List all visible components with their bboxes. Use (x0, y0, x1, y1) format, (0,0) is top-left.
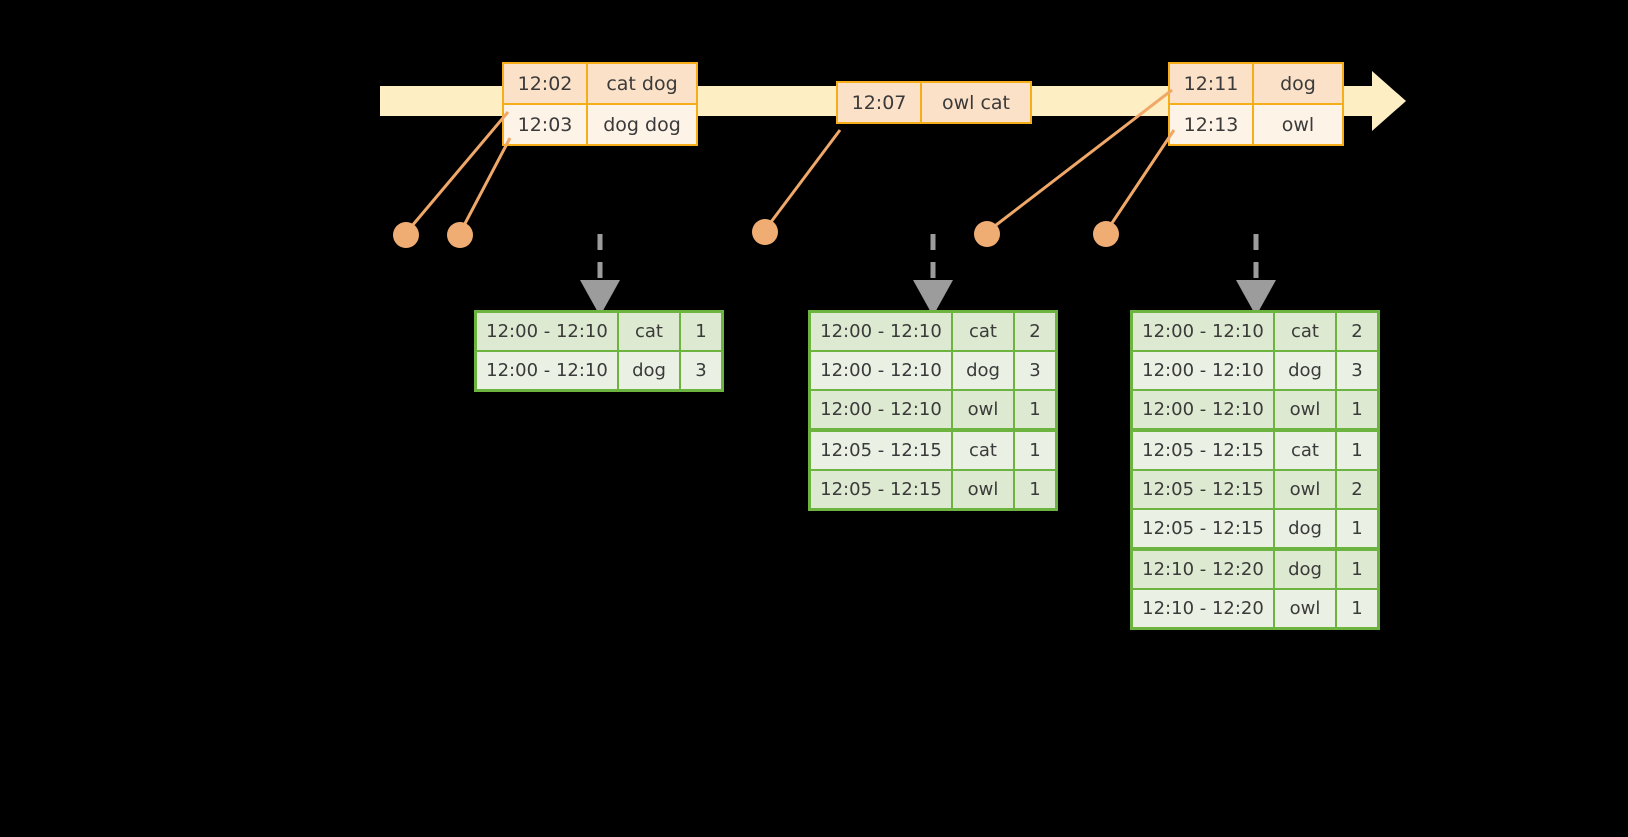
result-table-1: 12:00 - 12:10 cat 1 12:00 - 12:10 dog 3 (474, 310, 724, 392)
window-cell: 12:05 - 12:15 (811, 432, 953, 469)
window-cell: 12:05 - 12:15 (1133, 471, 1275, 508)
window-cell: 12:00 - 12:10 (477, 352, 619, 389)
count-cell: 2 (1029, 321, 1041, 342)
result-table-2: 12:00 - 12:10 cat 2 12:00 - 12:10 dog 3 … (808, 310, 1058, 511)
connector-line (458, 137, 512, 234)
table-row: 12:05 - 12:15 owl 1 (811, 469, 1055, 508)
event-row: 12:07 owl cat (838, 83, 1030, 122)
count-cell: 1 (1351, 399, 1363, 420)
event-row: 12:11 dog (1170, 64, 1342, 103)
window-cell: 12:10 - 12:20 (1133, 551, 1275, 588)
table-row: 12:00 - 12:10 cat 1 (477, 313, 721, 350)
event-time: 12:03 (504, 105, 588, 144)
window-cell: 12:00 - 12:10 (811, 352, 953, 389)
window-cell: 12:00 - 12:10 (811, 391, 953, 428)
word-cell: cat (1275, 313, 1337, 350)
event-batch-1: 12:02 cat dog 12:03 dog dog (502, 62, 698, 146)
table-row: 12:00 - 12:10 owl 1 (811, 389, 1055, 428)
flow-arrows (580, 234, 1276, 316)
event-batch-2: 12:07 owl cat (836, 81, 1032, 124)
table-row: 12:00 - 12:10 cat 2 (811, 313, 1055, 350)
table-row: 12:05 - 12:15 cat 1 (811, 428, 1055, 469)
count-cell: 1 (1351, 518, 1363, 539)
word-cell: owl (1275, 391, 1337, 428)
event-row: 12:03 dog dog (504, 103, 696, 144)
event-time: 12:02 (504, 64, 588, 103)
window-cell: 12:05 - 12:15 (1133, 432, 1275, 469)
window-cell: 12:00 - 12:10 (1133, 313, 1275, 350)
count-cell: 1 (695, 321, 707, 342)
table-row: 12:00 - 12:10 cat 2 (1133, 313, 1377, 350)
event-dot (1093, 221, 1119, 247)
event-words: dog dog (588, 105, 696, 144)
connector-line (1104, 129, 1176, 233)
table-row: 12:00 - 12:10 dog 3 (1133, 350, 1377, 389)
event-dot (393, 222, 419, 248)
connector-line (763, 129, 842, 231)
count-cell: 1 (1029, 479, 1041, 500)
count-cell: 1 (1351, 559, 1363, 580)
table-row: 12:10 - 12:20 owl 1 (1133, 588, 1377, 627)
event-dot (752, 219, 778, 245)
word-cell: dog (953, 352, 1015, 389)
event-words: dog (1254, 64, 1342, 103)
window-cell: 12:05 - 12:15 (1133, 510, 1275, 547)
word-cell: dog (1275, 551, 1337, 588)
count-cell: 1 (1029, 440, 1041, 461)
event-time: 12:07 (838, 83, 922, 122)
result-table-3: 12:00 - 12:10 cat 2 12:00 - 12:10 dog 3 … (1130, 310, 1380, 630)
table-row: 12:05 - 12:15 owl 2 (1133, 469, 1377, 508)
word-cell: dog (1275, 352, 1337, 389)
event-row: 12:02 cat dog (504, 64, 696, 103)
word-cell: dog (619, 352, 681, 389)
window-cell: 12:00 - 12:10 (811, 313, 953, 350)
table-row: 12:10 - 12:20 dog 1 (1133, 547, 1377, 588)
word-cell: cat (619, 313, 681, 350)
event-time: 12:13 (1170, 105, 1254, 144)
count-cell: 3 (695, 360, 707, 381)
count-cell: 1 (1351, 598, 1363, 619)
connector-line (404, 111, 510, 234)
count-cell: 3 (1351, 360, 1363, 381)
word-cell: dog (1275, 510, 1337, 547)
event-words: owl cat (922, 83, 1030, 122)
count-cell: 3 (1029, 360, 1041, 381)
word-cell: owl (953, 391, 1015, 428)
window-cell: 12:00 - 12:10 (1133, 391, 1275, 428)
event-words: owl (1254, 105, 1342, 144)
count-cell: 2 (1351, 321, 1363, 342)
window-cell: 12:00 - 12:10 (477, 313, 619, 350)
window-cell: 12:10 - 12:20 (1133, 590, 1275, 627)
event-row: 12:13 owl (1170, 103, 1342, 144)
table-row: 12:05 - 12:15 dog 1 (1133, 508, 1377, 547)
word-cell: owl (1275, 590, 1337, 627)
word-cell: cat (953, 432, 1015, 469)
event-dot (447, 222, 473, 248)
window-cell: 12:05 - 12:15 (811, 471, 953, 508)
word-cell: owl (1275, 471, 1337, 508)
count-cell: 1 (1351, 440, 1363, 461)
window-cell: 12:00 - 12:10 (1133, 352, 1275, 389)
table-row: 12:00 - 12:10 dog 3 (811, 350, 1055, 389)
event-time: 12:11 (1170, 64, 1254, 103)
word-cell: cat (1275, 432, 1337, 469)
table-row: 12:00 - 12:10 dog 3 (477, 350, 721, 389)
count-cell: 2 (1351, 479, 1363, 500)
word-cell: cat (953, 313, 1015, 350)
timeline-arrowhead-icon (1372, 71, 1406, 131)
event-words: cat dog (588, 64, 696, 103)
count-cell: 1 (1029, 399, 1041, 420)
word-cell: owl (953, 471, 1015, 508)
table-row: 12:05 - 12:15 cat 1 (1133, 428, 1377, 469)
table-row: 12:00 - 12:10 owl 1 (1133, 389, 1377, 428)
event-dots (393, 219, 1119, 248)
event-dot (974, 221, 1000, 247)
event-batch-3: 12:11 dog 12:13 owl (1168, 62, 1344, 146)
